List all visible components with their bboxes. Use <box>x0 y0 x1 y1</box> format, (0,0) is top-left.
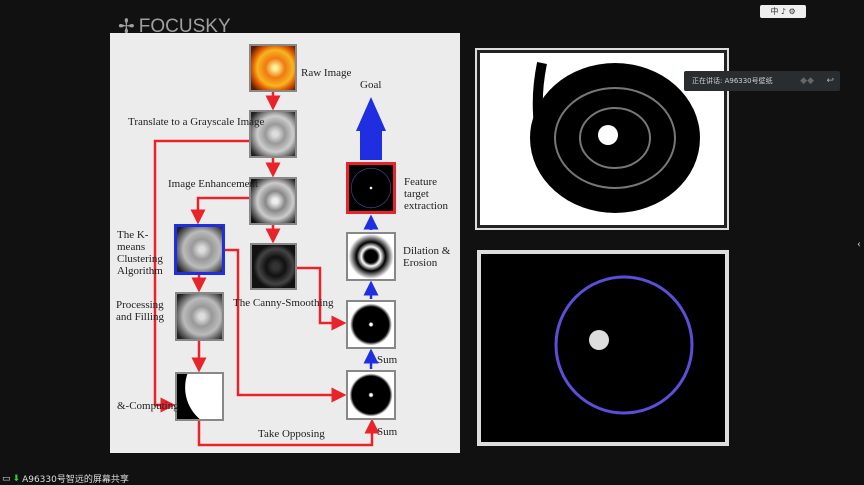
reply-icon[interactable]: ↩ <box>826 76 834 86</box>
label-feature: Feature target extraction <box>404 176 448 212</box>
target-extraction-image <box>477 250 729 446</box>
ring-image <box>554 275 694 415</box>
logo-icon: ✢ <box>118 16 135 38</box>
goal-arrow <box>356 97 386 160</box>
chevron-left-icon[interactable]: ‹ <box>857 236 861 250</box>
focusky-logo: ✢FOCUSKY <box>118 14 231 39</box>
screen-share-bar: ▭ ⬇ A96330号智远的屏幕共享 <box>2 472 129 485</box>
speaking-indicator: 正在讲话: A96330号壁纸 ◆◆ ↩ <box>684 71 840 91</box>
audio-wave-icon: ◆◆ <box>800 76 814 86</box>
logo-text: FOCUSKY <box>138 15 231 37</box>
dilation-thumb <box>346 232 396 281</box>
grayscale-thumb <box>249 110 297 158</box>
flow-connectors <box>153 92 386 447</box>
top-controls[interactable]: 中 ♪ ⚙ <box>760 5 806 18</box>
canny-thumb <box>250 243 297 290</box>
label-and-computing: &-Computing <box>117 400 179 412</box>
flowchart-slide: Raw Image Translate to a Grayscale Image… <box>110 33 460 453</box>
kmeans-thumb <box>174 224 225 275</box>
label-canny: The Canny-Smoothing <box>233 297 334 309</box>
label-sum2: Sum <box>377 426 398 438</box>
monitor-icon: ▭ <box>2 473 11 484</box>
label-raw-image: Raw Image <box>301 67 352 79</box>
raw-image-thumb <box>249 44 297 92</box>
label-processing: Processing and Filling <box>116 299 164 323</box>
binary-result-image <box>477 50 727 228</box>
feature-target-thumb <box>346 162 396 214</box>
speaking-text: 正在讲话: A96330号壁纸 <box>692 77 773 85</box>
share-text: A96330号智远的屏幕共享 <box>22 475 129 485</box>
label-goal: Goal <box>360 79 382 91</box>
sum1-thumb <box>346 300 396 349</box>
download-icon: ⬇ <box>12 473 21 484</box>
and-computing-thumb <box>175 372 224 421</box>
processing-thumb <box>175 292 224 341</box>
label-kmeans: The K-means Clustering Algorithm <box>117 229 163 277</box>
spiral-image <box>530 62 700 213</box>
sum2-thumb <box>346 370 396 420</box>
label-grayscale: Translate to a Grayscale Image <box>128 116 265 128</box>
label-dilation: Dilation & Erosion <box>403 245 451 269</box>
label-enhancement: Image Enhancement <box>168 178 259 190</box>
label-sum1: Sum <box>377 354 398 366</box>
label-take-opposing: Take Opposing <box>258 428 325 440</box>
enhancement-thumb <box>249 177 297 225</box>
